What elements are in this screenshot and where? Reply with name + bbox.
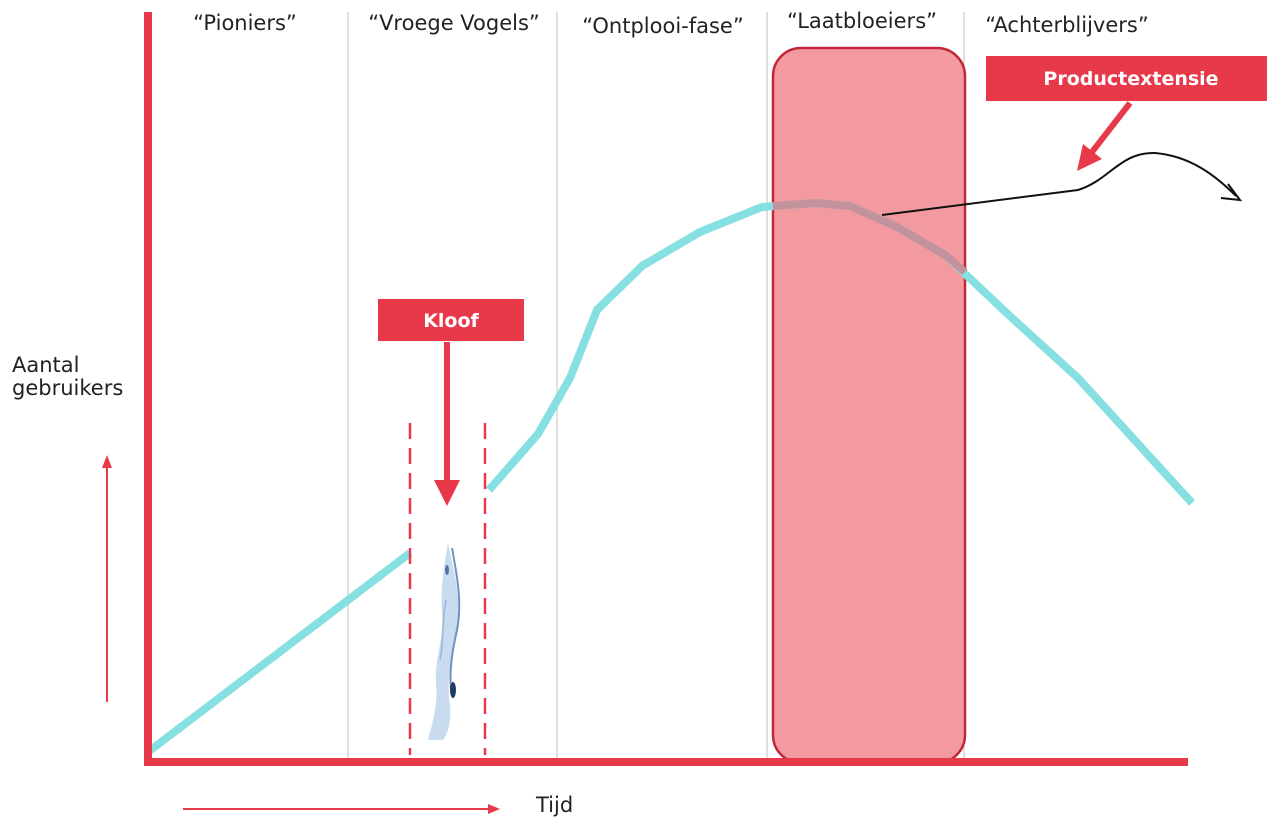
x-guide-arrowhead-icon [488,804,500,814]
late-majority-highlight [771,46,967,765]
product-extension-line [881,151,1237,216]
gap-callout-label: Kloof [423,310,479,332]
phase-label-growth: “Ontplooi-fase” [582,14,743,38]
extension-arrowhead-icon [1077,144,1102,171]
extension-callout-box [986,56,1267,101]
y-guide-arrowhead-icon [102,455,112,468]
gap-arrowhead-icon [434,480,460,506]
adoption-curve-highlight-overlay [772,199,968,276]
extension-callout-label: Productextensie [1043,68,1218,90]
phase-label-pioneers: “Pioniers” [193,11,297,35]
phase-label-laggards: “Achterblijvers” [985,13,1148,37]
phase-label-early-adopters: “Vroege Vogels” [368,11,540,35]
adoption-curve-rise [145,549,413,756]
y-axis-label-line2: gebruikers [12,376,123,400]
extension-arrow-shaft [1089,101,1133,154]
gap-callout-box [378,299,524,341]
y-axis-label-line1: Aantal [12,353,79,377]
extension-arrowhead-icon [1220,183,1243,202]
phase-label-late-majority: “Laatbloeiers” [787,9,937,33]
water-splash-icon [428,543,461,740]
x-axis-label: Tijd [535,793,573,817]
